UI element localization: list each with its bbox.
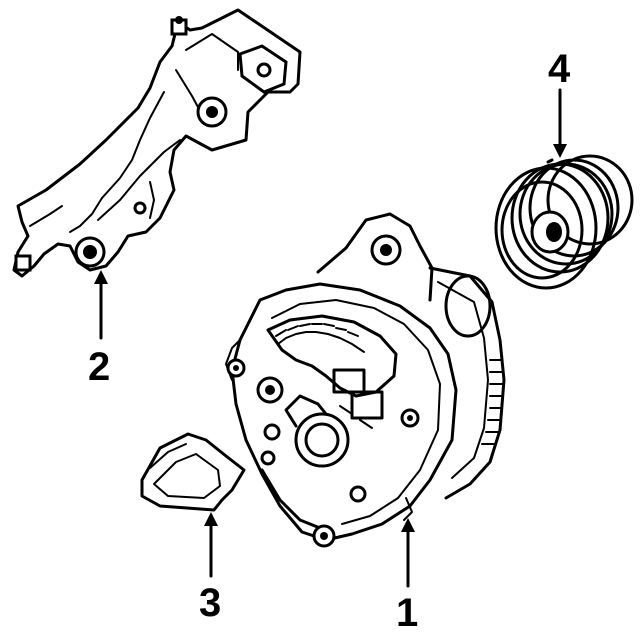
alternator-assembly bbox=[225, 212, 506, 548]
callout-3-arrow bbox=[204, 512, 218, 578]
callout-4-label: 4 bbox=[548, 47, 571, 91]
callout-2-label: 2 bbox=[88, 345, 110, 389]
callout-1-arrow bbox=[401, 518, 415, 588]
alternator-pulley bbox=[494, 154, 634, 290]
callout-1-label: 1 bbox=[396, 591, 418, 632]
callout-3-label: 3 bbox=[199, 581, 221, 625]
callout-2-arrow bbox=[94, 270, 108, 340]
callout-4-arrow bbox=[553, 88, 567, 158]
alternator-shield bbox=[140, 432, 246, 512]
mounting-bracket bbox=[12, 8, 302, 278]
